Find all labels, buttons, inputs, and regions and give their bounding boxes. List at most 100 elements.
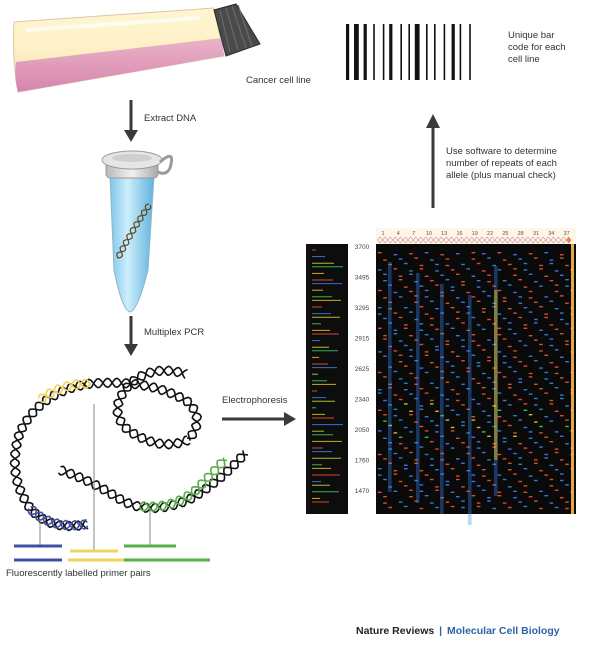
gel-band	[492, 323, 496, 325]
size-marker-label: 2340	[355, 397, 370, 404]
gel-band	[383, 458, 387, 460]
lane-well-icon	[448, 236, 455, 244]
gel-band	[435, 284, 439, 286]
gel-band	[518, 279, 522, 281]
lane-smear	[416, 273, 420, 503]
barcode-bar	[400, 24, 402, 80]
extract-dna-label: Extract DNA	[144, 113, 197, 124]
gel-band	[424, 334, 429, 336]
gel-band	[424, 275, 429, 277]
gel-band	[414, 421, 418, 423]
gel-band	[502, 502, 507, 504]
gel-band	[528, 297, 533, 299]
gel-band	[476, 362, 481, 364]
gel-band	[476, 505, 481, 508]
gel-band	[487, 281, 491, 283]
gel-band	[404, 447, 408, 449]
barcode-bar	[408, 24, 410, 80]
gel-band	[508, 486, 512, 488]
gel-band	[430, 382, 434, 384]
gel-band	[388, 442, 392, 444]
gel-band	[471, 316, 476, 319]
gel-band	[461, 360, 465, 362]
gel-band	[513, 415, 517, 417]
gel-band	[383, 420, 387, 422]
gel-band	[497, 474, 502, 476]
gel-band	[424, 392, 429, 394]
gel-band	[461, 424, 465, 427]
gel-band	[456, 311, 460, 313]
dna-left-strand-b	[9, 431, 89, 532]
gel-band	[404, 324, 408, 326]
gel-band	[430, 338, 434, 340]
gel-band	[383, 502, 387, 504]
gel-band	[528, 376, 533, 378]
gel-band	[424, 296, 429, 298]
gel-band	[424, 313, 429, 315]
gel-band	[393, 452, 398, 455]
gel-band	[471, 419, 476, 421]
gel-band	[388, 387, 392, 389]
gel-band	[528, 496, 533, 498]
gel-band	[508, 387, 512, 389]
gel-band	[414, 318, 418, 321]
gel-band	[482, 349, 486, 351]
gel-band	[497, 392, 502, 394]
gel-band	[440, 497, 444, 499]
gel-band	[492, 405, 496, 407]
lane-smear	[494, 266, 498, 496]
gel-band	[560, 397, 564, 400]
gel-band	[378, 371, 382, 374]
gel-band	[482, 451, 486, 454]
gel-band	[424, 453, 429, 456]
gel-band	[440, 254, 444, 256]
gel-band	[544, 334, 548, 336]
gel-band	[450, 389, 455, 391]
gel-band	[482, 469, 486, 471]
gel-band	[513, 435, 517, 437]
dna-left-strand-a	[10, 430, 87, 531]
gel-band	[513, 432, 517, 434]
barcode-bar	[389, 24, 393, 80]
gel-band	[513, 370, 517, 373]
lane-well-icon	[428, 236, 434, 244]
gel-band	[544, 296, 548, 298]
gel-band	[539, 425, 543, 428]
gel-band	[482, 410, 486, 412]
gel-band	[430, 464, 434, 466]
gel-band	[560, 333, 564, 335]
gel-band	[513, 350, 517, 352]
gel-band	[435, 263, 439, 266]
dna-green-segment-strand-b	[139, 459, 227, 512]
gel-band	[471, 457, 476, 459]
gel-band	[565, 405, 569, 407]
gel-band	[554, 489, 559, 491]
gel-band	[388, 448, 392, 450]
gel-band	[508, 345, 512, 348]
lane-well-icon	[560, 236, 567, 244]
gel-band	[487, 397, 491, 400]
size-marker-label: 3495	[355, 275, 370, 282]
barcode-label: Unique bar code for each cell line	[508, 30, 566, 65]
gel-band	[528, 372, 533, 375]
gel-band	[414, 295, 418, 297]
gel-band	[409, 290, 413, 293]
gel-band	[466, 432, 470, 434]
gel-band	[549, 441, 554, 443]
journal-credit: Nature Reviews | Molecular Cell Biology	[356, 625, 560, 637]
gel-band	[565, 340, 569, 342]
gel-band	[508, 383, 512, 385]
gel-band	[424, 416, 429, 418]
lane-well-icon	[418, 236, 424, 244]
gel-band	[414, 377, 418, 379]
gel-band	[554, 372, 559, 375]
primer-pairs-label: Fluorescently labelled primer pairs	[6, 568, 151, 579]
gel-band	[523, 485, 528, 487]
gel-band	[487, 377, 491, 379]
gel-band	[461, 506, 465, 509]
gel-band	[419, 405, 424, 407]
gel-band	[476, 324, 481, 326]
gel-band	[549, 464, 554, 466]
gel-band	[554, 270, 559, 272]
gel-band	[461, 301, 465, 303]
